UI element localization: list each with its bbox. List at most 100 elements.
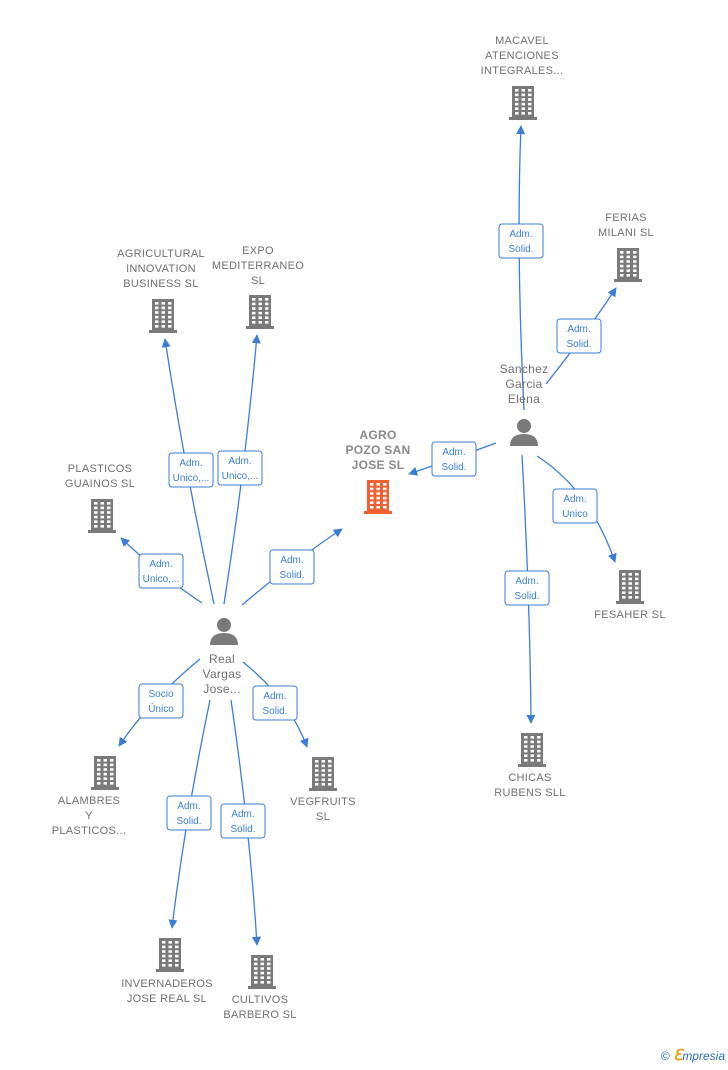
node-sanchez[interactable] xyxy=(510,419,538,446)
edge-label-line: Adm. xyxy=(280,555,303,566)
building-icon xyxy=(248,955,276,989)
edge-label-line: Adm. xyxy=(263,691,286,702)
edge-label-line: Único xyxy=(148,702,174,715)
edge-label-box xyxy=(431,441,477,477)
edge-label-box xyxy=(217,450,263,486)
edge-label-real-expo[interactable]: Adm. Unico,... xyxy=(217,450,263,486)
edge-label-sanchez-fesaher[interactable]: Adm. Unico xyxy=(552,488,598,524)
node-label-agro[interactable]: AGRO POZO SAN JOSE SL xyxy=(345,428,411,472)
node-label-vegfruits[interactable]: VEGFRUITS SL xyxy=(290,796,356,823)
edge-label-line: Unico,... xyxy=(143,574,180,585)
node-label-real[interactable]: Real Vargas Jose... xyxy=(202,652,242,696)
edge-label-box xyxy=(269,549,315,585)
node-fesaher[interactable] xyxy=(616,570,644,604)
empresia-logo-text: mpresia xyxy=(682,1049,725,1063)
edge-label-line: Socio xyxy=(148,689,173,700)
node-label-ferias[interactable]: FERIAS MILANI SL xyxy=(598,212,654,239)
edge-label-real-vegfruits[interactable]: Adm. Solid. xyxy=(252,685,298,721)
edge-label-real-cultivos[interactable]: Adm. Solid. xyxy=(220,803,266,839)
node-label-agricultural[interactable]: AGRICULTURAL INNOVATION BUSINESS SL xyxy=(117,248,205,290)
node-label-expo[interactable]: EXPO MEDITERRANEO SL xyxy=(211,245,305,287)
edge-label-real-plasticos[interactable]: Adm. Unico,... xyxy=(138,553,184,589)
edge-label-box xyxy=(504,570,550,606)
node-chicas[interactable] xyxy=(518,733,546,767)
edge-label-line: Unico,... xyxy=(222,471,259,482)
edge-label-line: Adm. xyxy=(179,458,202,469)
node-cultivos[interactable] xyxy=(248,955,276,989)
edge-label-line: Unico,... xyxy=(173,473,210,484)
edge-label-box xyxy=(138,553,184,589)
building-icon xyxy=(88,499,116,533)
edge-label-line: Adm. xyxy=(563,494,586,505)
edge-label-line: Unico xyxy=(562,509,588,520)
node-agricultural[interactable] xyxy=(149,299,177,333)
person-icon xyxy=(510,419,538,446)
edge-label-box xyxy=(498,223,544,259)
edge-label-line: Solid. xyxy=(508,244,533,255)
edge-label-box xyxy=(220,803,266,839)
building-icon xyxy=(91,756,119,790)
building-icon xyxy=(616,570,644,604)
building-icon xyxy=(614,248,642,282)
edge-label-real-invernaderos[interactable]: Adm. Solid. xyxy=(166,795,212,831)
node-label-invernaderos[interactable]: INVERNADEROS JOSE REAL SL xyxy=(121,978,213,1005)
edge-label-sanchez-ferias[interactable]: Adm. Solid. xyxy=(556,318,602,354)
edge-label-box xyxy=(556,318,602,354)
edge-label-sanchez-macavel[interactable]: Adm. Solid. xyxy=(498,223,544,259)
building-icon xyxy=(246,295,274,329)
node-label-alambres[interactable]: ALAMBRES Y PLASTICOS... xyxy=(51,795,127,837)
building-icon xyxy=(509,86,537,120)
edge-label-line: Adm. xyxy=(177,801,200,812)
node-label-plasticos[interactable]: PLASTICOS GUAINOS SL xyxy=(64,463,136,490)
edge-label-box xyxy=(138,683,184,719)
node-label-cultivos[interactable]: CULTIVOS BARBERO SL xyxy=(223,994,297,1021)
node-ferias[interactable] xyxy=(614,248,642,282)
copyright-symbol: © xyxy=(660,1049,670,1063)
edge-label-box xyxy=(552,488,598,524)
node-label-fesaher[interactable]: FESAHER SL xyxy=(594,609,666,621)
edge-label-line: Solid. xyxy=(279,570,304,581)
edge-label-line: Adm. xyxy=(442,447,465,458)
edge-label-line: Adm. xyxy=(567,324,590,335)
node-macavel[interactable] xyxy=(509,86,537,120)
building-icon xyxy=(309,757,337,791)
edge-label-box xyxy=(166,795,212,831)
edge-label-box xyxy=(168,452,214,488)
building-icon xyxy=(364,480,392,514)
node-label-sanchez[interactable]: Sanchez Garcia Elena xyxy=(499,362,549,406)
empresia-logo-mark: ℇ xyxy=(673,1047,683,1064)
edge-label-line: Adm. xyxy=(231,809,254,820)
edge-label-sanchez-agro[interactable]: Adm. Solid. xyxy=(431,441,477,477)
person-icon xyxy=(210,618,238,645)
edge-label-line: Solid. xyxy=(176,816,201,827)
node-real[interactable] xyxy=(210,618,238,645)
edge-label-line: Solid. xyxy=(262,706,287,717)
edge-sanchez-macavel xyxy=(516,125,526,411)
edge-label-real-agro[interactable]: Adm. Solid. xyxy=(269,549,315,585)
edge-label-sanchez-chicas[interactable]: Adm. Solid. xyxy=(504,570,550,606)
node-agro[interactable] xyxy=(364,480,392,514)
edge-label-line: Solid. xyxy=(230,824,255,835)
node-invernaderos[interactable] xyxy=(156,938,184,972)
edge-label-line: Solid. xyxy=(441,462,466,473)
node-expo[interactable] xyxy=(246,295,274,329)
edge-label-line: Adm. xyxy=(228,456,251,467)
edge-label-box xyxy=(252,685,298,721)
node-plasticos[interactable] xyxy=(88,499,116,533)
edge-label-line: Adm. xyxy=(509,229,532,240)
edge-label-line: Solid. xyxy=(514,591,539,602)
node-label-chicas[interactable]: CHICAS RUBENS SLL xyxy=(494,772,566,799)
edge-label-line: Adm. xyxy=(149,559,172,570)
building-icon xyxy=(149,299,177,333)
edge-label-real-agricultural[interactable]: Adm. Unico,... xyxy=(168,452,214,488)
node-vegfruits[interactable] xyxy=(309,757,337,791)
node-alambres[interactable] xyxy=(91,756,119,790)
building-icon xyxy=(156,938,184,972)
building-icon xyxy=(518,733,546,767)
empresia-copyright[interactable]: © ℇmpresia xyxy=(661,1046,725,1064)
edge-label-line: Adm. xyxy=(515,576,538,587)
node-label-macavel[interactable]: MACAVEL ATENCIONES INTEGRALES... xyxy=(480,35,564,77)
edge-label-line: Solid. xyxy=(566,339,591,350)
